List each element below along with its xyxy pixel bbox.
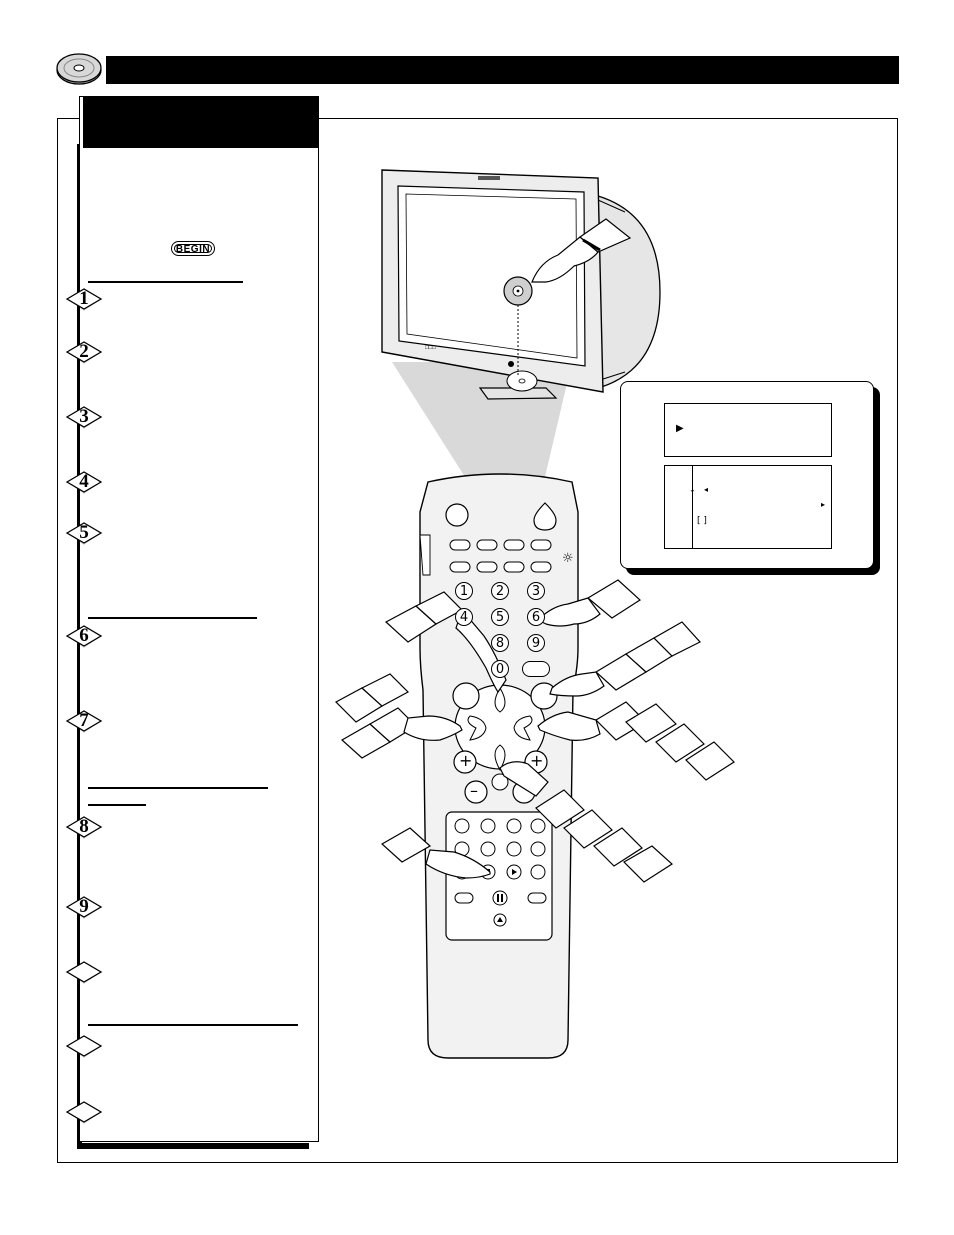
section-rule — [88, 787, 268, 789]
cursor-icon: ▶ — [676, 423, 684, 434]
disc-on-screen — [503, 276, 533, 376]
svg-text:□□□: □□□ — [425, 345, 436, 351]
step-number-9: 9 — [65, 895, 103, 919]
digit-button-2[interactable]: 2 — [491, 582, 509, 600]
step-number-4: 4 — [65, 470, 103, 494]
step-number-10 — [65, 960, 103, 984]
minus-button[interactable]: – — [470, 781, 478, 800]
digit-button-6[interactable]: 6 — [527, 608, 545, 626]
begin-badge: BEGIN — [171, 241, 215, 256]
digit-button-4[interactable]: 4 — [455, 608, 473, 626]
panel-shadow — [77, 1143, 309, 1149]
bracket-glyph: [ ] — [697, 516, 707, 526]
left-arrow-icon: ◂ — [704, 485, 709, 494]
pointing-hands — [403, 597, 605, 879]
light-icon: ☼ — [562, 551, 574, 566]
step-number-2: 2 — [65, 340, 103, 364]
digit-button-3[interactable]: 3 — [527, 582, 545, 600]
menu-screen-top — [664, 403, 832, 457]
digit-button-5[interactable]: 5 — [491, 608, 509, 626]
plus-button[interactable]: + — [530, 751, 544, 770]
section-rule — [88, 617, 257, 619]
step-number-5: 5 — [65, 521, 103, 545]
section-rule — [88, 281, 243, 283]
instructions-panel — [79, 96, 319, 1142]
digit-button-1[interactable]: 1 — [455, 582, 473, 600]
down-arrow-icon: ↓ — [689, 485, 696, 494]
disc-icon — [55, 52, 103, 86]
step-number-7: 7 — [65, 709, 103, 733]
tv-set: □□□ — [381, 169, 661, 400]
digit-button-9[interactable]: 9 — [527, 634, 545, 652]
alt-channel-button[interactable] — [522, 661, 550, 677]
step-number-11 — [65, 1034, 103, 1058]
section-rule — [88, 1024, 298, 1026]
step-number-8: 8 — [65, 815, 103, 839]
callout-tiles — [335, 579, 735, 883]
panel-title-box — [83, 96, 319, 148]
hand-pointer — [531, 218, 632, 283]
header-bar — [106, 56, 899, 84]
digit-button-8[interactable]: 8 — [491, 634, 509, 652]
menu-divider — [692, 465, 694, 549]
plus-button[interactable]: + — [459, 751, 473, 770]
right-arrow-icon: ▸ — [821, 500, 826, 509]
step-number-1: 1 — [65, 287, 103, 311]
step-number-3: 3 — [65, 405, 103, 429]
step-number-6: 6 — [65, 624, 103, 648]
remote-control: ☼ — [419, 473, 579, 1059]
content-frame — [57, 118, 898, 1163]
digit-button-0[interactable]: 0 — [491, 660, 509, 678]
menu-screen-bottom — [664, 465, 832, 549]
step-number-12 — [65, 1100, 103, 1124]
section-rule — [88, 804, 146, 806]
